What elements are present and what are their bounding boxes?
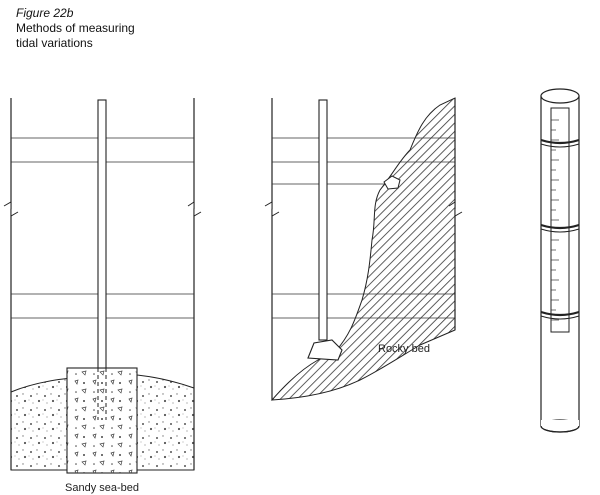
sandy-bed-gauge: Sandy sea-bed xyxy=(3,98,202,494)
sandy-bed-label: Sandy sea-bed xyxy=(65,482,139,494)
graduated-tide-pole xyxy=(540,88,580,433)
scale-ticks xyxy=(551,119,559,321)
caption-line-2: tidal variations xyxy=(16,36,93,50)
caption-line-1: Methods of measuring xyxy=(16,21,135,35)
figure-caption: Figure 22b Methods of measuring tidal va… xyxy=(16,6,135,51)
rocky-bed-gauge: Rocky bed xyxy=(264,97,463,401)
rocky-bed-label: Rocky bed xyxy=(378,343,430,355)
rocky-gauge-pole xyxy=(318,99,328,341)
concrete-footing xyxy=(67,368,137,473)
gauge-pole xyxy=(97,99,107,369)
figure-label: Figure 22b xyxy=(16,6,74,20)
